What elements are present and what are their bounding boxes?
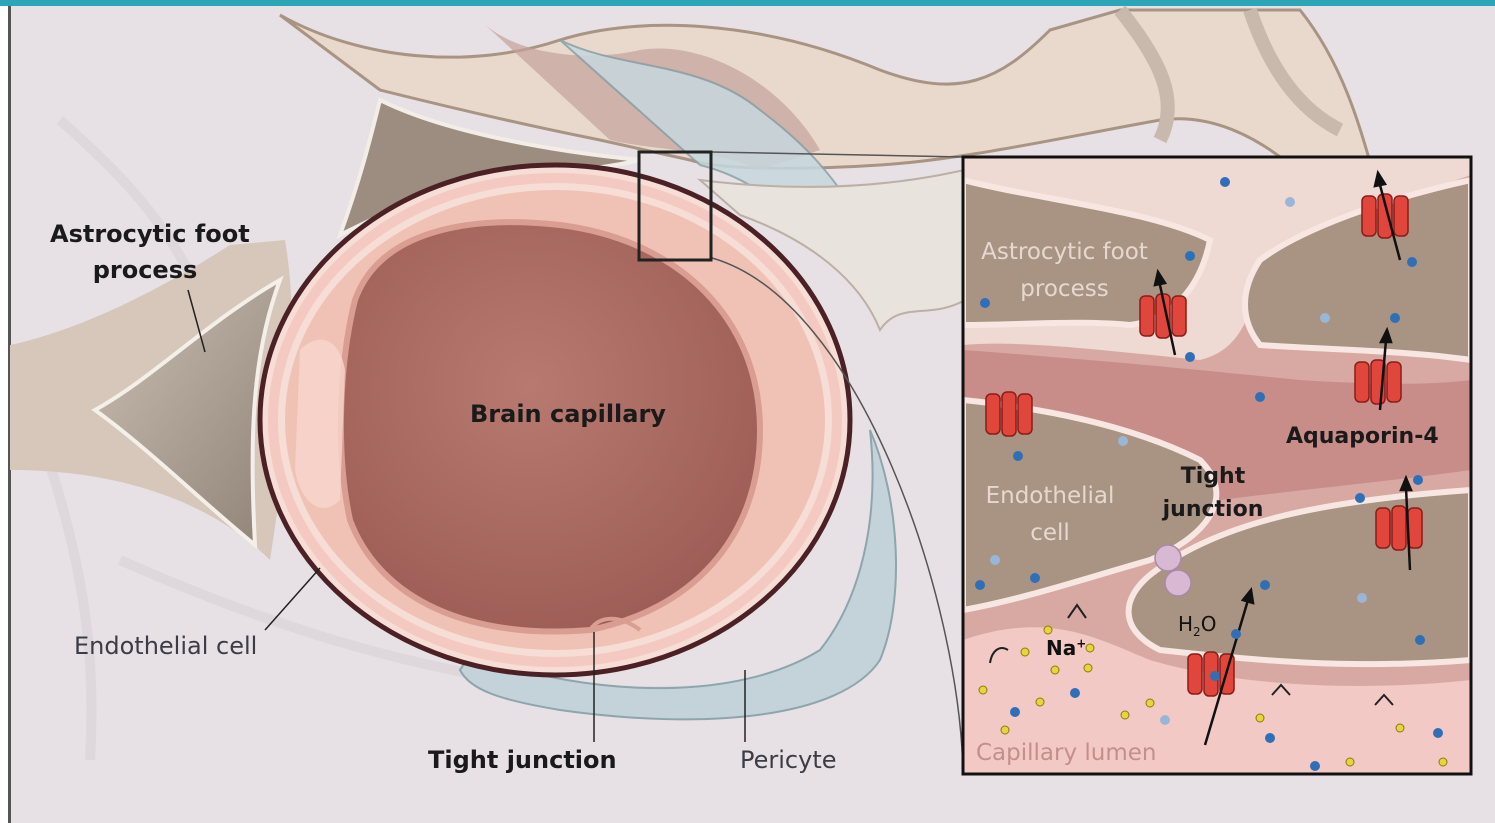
inset-label-endothelial-line1: Endothelial: [975, 478, 1125, 515]
inset-label-astrocytic-line2: process: [972, 271, 1157, 308]
tight-junction-protein: [1155, 545, 1181, 571]
label-astrocytic-line1: Astrocytic foot: [50, 216, 240, 252]
label-endothelial-cell: Endothelial cell: [74, 632, 257, 660]
inset-label-water: H2O: [1178, 612, 1216, 639]
inset-label-astrocytic: Astrocytic foot process: [972, 234, 1157, 308]
label-pericyte: Pericyte: [740, 746, 837, 774]
inset-label-endothelial: Endothelial cell: [975, 478, 1125, 552]
inset-label-tight-line1: Tight: [1150, 460, 1276, 493]
sodium-na: Na: [1046, 636, 1076, 660]
aquaporin-channel: [986, 392, 1032, 436]
inset-label-sodium: Na+: [1046, 636, 1086, 660]
aquaporin-channel: [1376, 506, 1422, 550]
inset-label-capillary-lumen: Capillary lumen: [976, 740, 1157, 766]
aquaporin-channel: [1355, 360, 1401, 404]
inset-label-tight-junction: Tight junction: [1150, 460, 1276, 526]
inset-label-astrocytic-line1: Astrocytic foot: [972, 234, 1157, 271]
label-astrocytic-foot-process: Astrocytic foot process: [50, 216, 240, 288]
inset-label-tight-line2: junction: [1150, 493, 1276, 526]
tight-junction-protein: [1165, 570, 1191, 596]
label-astrocytic-line2: process: [50, 252, 240, 288]
water-sub: 2: [1193, 625, 1201, 639]
label-tight-junction: Tight junction: [428, 746, 617, 774]
inset-label-endothelial-line2: cell: [975, 515, 1125, 552]
sodium-sup: +: [1076, 636, 1086, 650]
inset-label-aquaporin: Aquaporin-4: [1286, 424, 1439, 449]
water-h: H: [1178, 612, 1193, 636]
label-brain-capillary: Brain capillary: [470, 400, 666, 428]
water-o: O: [1201, 612, 1217, 636]
